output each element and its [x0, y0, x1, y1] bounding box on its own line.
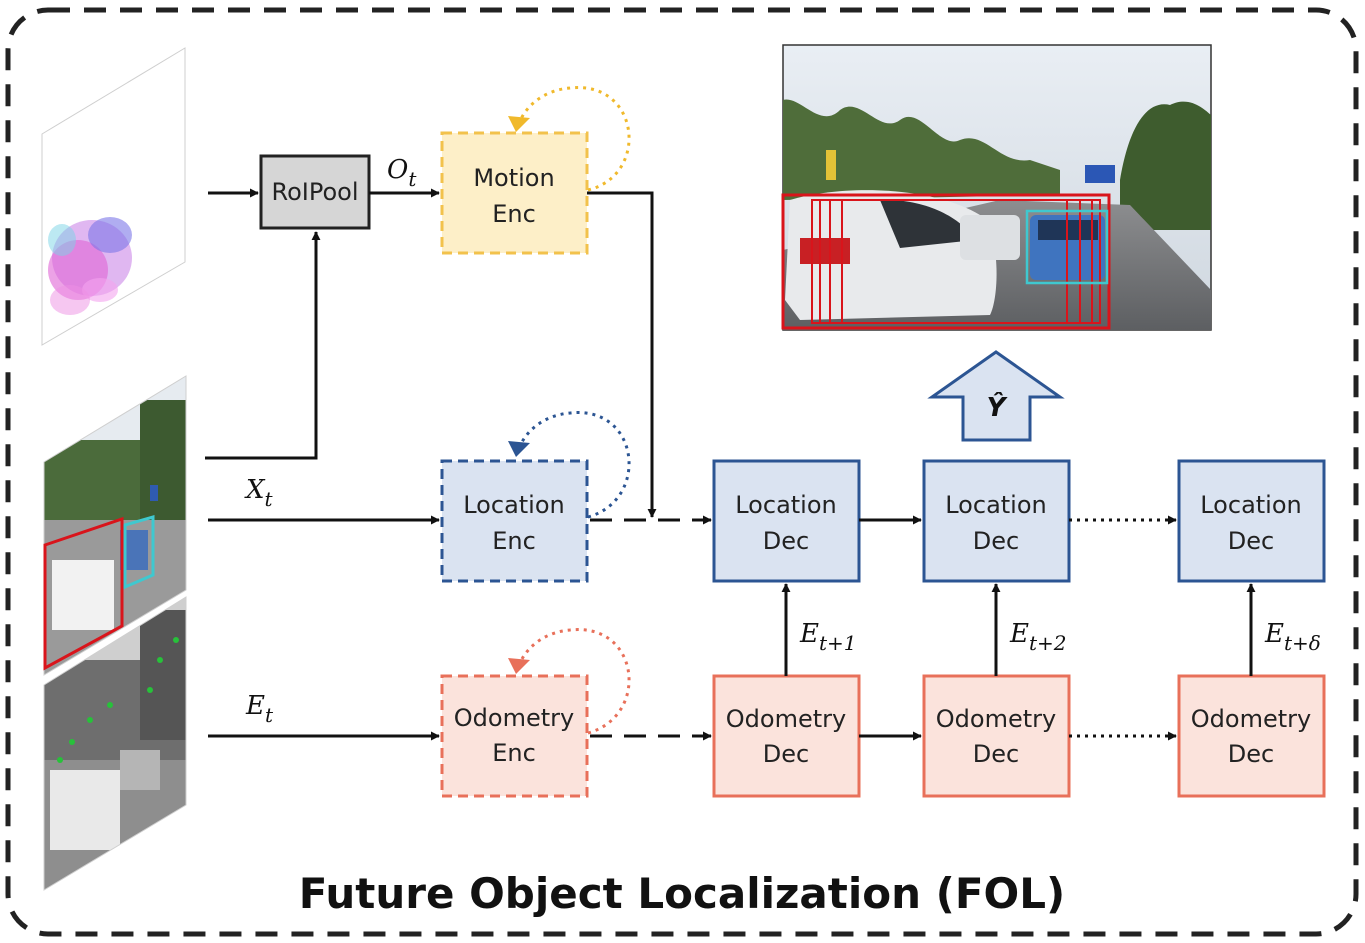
odometry-dec-block-2 [922, 674, 1071, 798]
label-e-t1: Et+1 [799, 619, 857, 655]
arrow-rgb-to-roipool [205, 231, 321, 460]
motion-loop-arrowhead [508, 116, 530, 132]
location-dec-3-label-1: Location [1200, 491, 1302, 519]
roipool-label: RoIPool [271, 178, 358, 206]
location-dec-2-label-2: Dec [973, 527, 1019, 555]
odometry-enc-label-2: Enc [492, 739, 536, 767]
location-enc-label-2: Enc [492, 527, 536, 555]
label-e-t: Et [245, 691, 274, 727]
odometry-dec-1-label-2: Dec [763, 740, 809, 768]
odometry-dec-block-1 [712, 674, 861, 798]
location-enc-block [440, 459, 589, 583]
odometry-loop-arrowhead [508, 658, 530, 674]
label-e-t2: Et+2 [1009, 619, 1067, 655]
location-dec-2-label-1: Location [945, 491, 1047, 519]
odometry-dec-3-label-2: Dec [1228, 740, 1274, 768]
motion-enc-recurrent-loop [516, 86, 631, 192]
odometry-dec-block-3 [1177, 674, 1326, 798]
odometry-enc-block [440, 674, 589, 798]
label-y-hat: Ŷ [987, 391, 1009, 423]
motion-enc-label-2: Enc [492, 200, 536, 228]
output-arrow-y-hat [927, 350, 1065, 442]
motion-enc-label-1: Motion [473, 164, 554, 192]
location-dec-1-label-2: Dec [763, 527, 809, 555]
location-dec-1-label-1: Location [735, 491, 837, 519]
bbox-red [43, 516, 124, 671]
odometry-dec-2-label-1: Odometry [936, 705, 1056, 733]
arrow-motion-to-location [587, 191, 657, 518]
location-dec-block-2 [922, 459, 1071, 583]
label-o-t: Ot [387, 155, 417, 191]
bbox-cyan [123, 515, 155, 590]
location-enc-recurrent-loop [516, 411, 631, 519]
prediction-output-frame [781, 44, 1212, 331]
odometry-dec-2-label-2: Dec [973, 740, 1019, 768]
roipool-block [259, 154, 371, 230]
odometry-enc-recurrent-loop [516, 628, 631, 735]
odometry-dec-1-label-1: Odometry [726, 705, 846, 733]
location-dec-3-label-2: Dec [1228, 527, 1274, 555]
dashcam-rgb-frame [43, 375, 187, 676]
motion-enc-block [440, 131, 589, 255]
label-x-t: Xt [244, 475, 274, 511]
odometry-enc-label-1: Odometry [454, 704, 574, 732]
outer-frame [5, 7, 1359, 937]
label-e-td: Et+δ [1264, 619, 1321, 655]
location-loop-arrowhead [508, 441, 530, 457]
optical-flow-frame [41, 47, 186, 346]
location-dec-block-1 [712, 459, 861, 583]
location-enc-label-1: Location [463, 491, 565, 519]
location-dec-block-3 [1177, 459, 1326, 583]
diagram-title: Future Object Localization (FOL) [299, 869, 1065, 918]
odometry-dec-3-label-1: Odometry [1191, 705, 1311, 733]
